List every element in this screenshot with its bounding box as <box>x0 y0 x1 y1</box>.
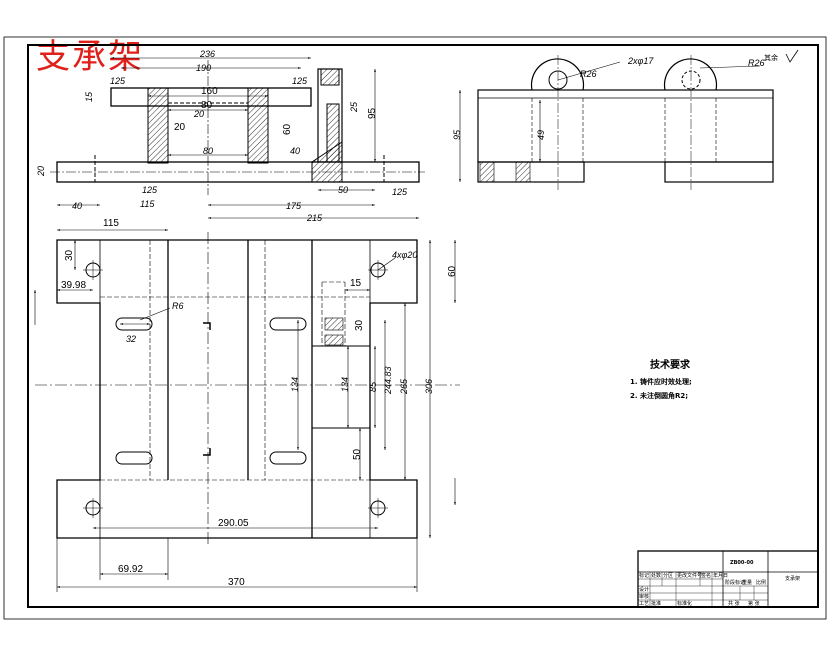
side-view-dimensions <box>459 61 761 182</box>
tb-cell-0: 处数 <box>651 572 661 579</box>
dim-125c: 125 <box>392 187 408 197</box>
dim-60-plan: 60 <box>447 265 458 277</box>
tb-row-label-2: 审核 <box>639 593 649 600</box>
dim-125: 125 <box>110 76 126 86</box>
dim-49-side: 49 <box>536 130 546 140</box>
dim-175: 175 <box>286 201 302 211</box>
side-view-labels: 2xφ17 R26 R26 95 49 <box>452 56 765 140</box>
dim-95: 95 <box>367 107 378 119</box>
tb-cell-5: 阶段标记 <box>725 579 745 586</box>
plan-view-holes <box>83 260 388 518</box>
tb-cell-6: 重量 <box>742 579 752 586</box>
tb-cell-1: 分区 <box>663 572 673 579</box>
tb-cell-2: 更改文件号 <box>677 572 702 579</box>
dim-60: 60 <box>282 123 293 135</box>
front-view-labels: 236 190 160 80 20 20 60 95 25 80 40 50 2… <box>36 49 408 223</box>
dim-40: 40 <box>290 146 300 156</box>
tb-cell-9: 第 张 <box>748 600 760 607</box>
dim-190: 190 <box>196 63 211 73</box>
dim-50-plan: 50 <box>352 448 363 460</box>
dim-20a: 20 <box>193 109 204 119</box>
tb-row-label-0: 标记 <box>639 572 649 579</box>
outer-border <box>3 36 827 620</box>
dim-290-05: 290.05 <box>218 518 249 529</box>
plan-view-labels: 115 30 39.98 60 15 4xφ20 R6 32 30 134 13… <box>61 218 458 588</box>
roughness-note: 其余 <box>764 53 778 62</box>
dim-30b-plan: 30 <box>354 319 365 331</box>
title-block-text: ZB00-00 支承架 标记 设计 审核 工艺 处数 分区 更改文件号 签名 年… <box>639 560 800 607</box>
dim-30-plan: 30 <box>64 249 75 261</box>
dim-holes-side: 2xφ17 <box>627 56 654 66</box>
dim-25: 25 <box>349 101 359 113</box>
dim-115: 115 <box>140 199 155 209</box>
tb-cell-10: 批准 <box>651 600 661 607</box>
dim-134a: 134 <box>290 377 300 392</box>
dim-85: 85 <box>368 381 378 392</box>
dim-r26-right: R26 <box>748 58 765 68</box>
tb-row-label-3: 工艺 <box>639 601 649 607</box>
front-view <box>50 60 425 195</box>
dim-holes-plan: 4xφ20 <box>392 250 417 260</box>
dim-50: 50 <box>338 185 348 195</box>
plan-view <box>35 232 460 545</box>
dim-125d: 125 <box>142 185 158 195</box>
dim-115-plan: 115 <box>103 218 119 229</box>
tech-notes-heading: 技术要求 <box>650 358 691 371</box>
tb-cell-4: 年月日 <box>713 572 728 579</box>
dim-32: 32 <box>126 334 136 344</box>
dim-160: 160 <box>201 86 218 97</box>
dim-20c: 20 <box>36 166 46 177</box>
inner-border <box>27 44 819 608</box>
drawing-number: ZB00-00 <box>730 560 754 566</box>
dim-265: 265 <box>399 378 409 395</box>
dim-125b: 125 <box>292 76 308 86</box>
dim-244-83: 244.83 <box>383 366 393 395</box>
technical-requirements: 技术要求 1. 铸件应时效处理; 2. 未注倒圆角R2; <box>630 358 692 400</box>
dim-95-side: 95 <box>452 129 462 140</box>
dim-15: 15 <box>84 91 94 102</box>
dim-306: 306 <box>424 379 434 394</box>
title-block-name: 支承架 <box>785 575 800 582</box>
roughness-symbol: 其余 <box>764 49 799 63</box>
plan-view-dimensions <box>34 229 456 592</box>
tech-note-2: 2. 未注倒圆角R2; <box>630 391 688 400</box>
tb-cell-7: 比例 <box>756 579 766 586</box>
tb-cell-8: 共 张 <box>728 600 740 607</box>
front-view-dimensions <box>57 57 419 219</box>
tb-cell-11: 标准化 <box>677 600 692 607</box>
dim-15-plan: 15 <box>350 278 362 289</box>
dim-80b: 80 <box>203 146 213 156</box>
side-view <box>477 55 774 190</box>
dim-134b: 134 <box>340 377 350 392</box>
dim-370: 370 <box>228 577 245 588</box>
tb-cell-3: 签名 <box>701 572 711 579</box>
dim-20b: 20 <box>174 122 186 133</box>
dim-215: 215 <box>306 213 323 223</box>
title-block <box>637 550 819 608</box>
dim-39-98: 39.98 <box>61 280 86 291</box>
tech-note-1: 1. 铸件应时效处理; <box>630 377 692 386</box>
dim-69-92: 69.92 <box>118 564 143 575</box>
dim-236: 236 <box>199 49 215 59</box>
dim-80: 80 <box>201 100 213 111</box>
dim-r26-left: R26 <box>580 69 597 79</box>
tb-row-label-1: 设计 <box>639 586 649 593</box>
dim-40b: 40 <box>72 201 82 211</box>
dim-r6: R6 <box>172 301 184 311</box>
